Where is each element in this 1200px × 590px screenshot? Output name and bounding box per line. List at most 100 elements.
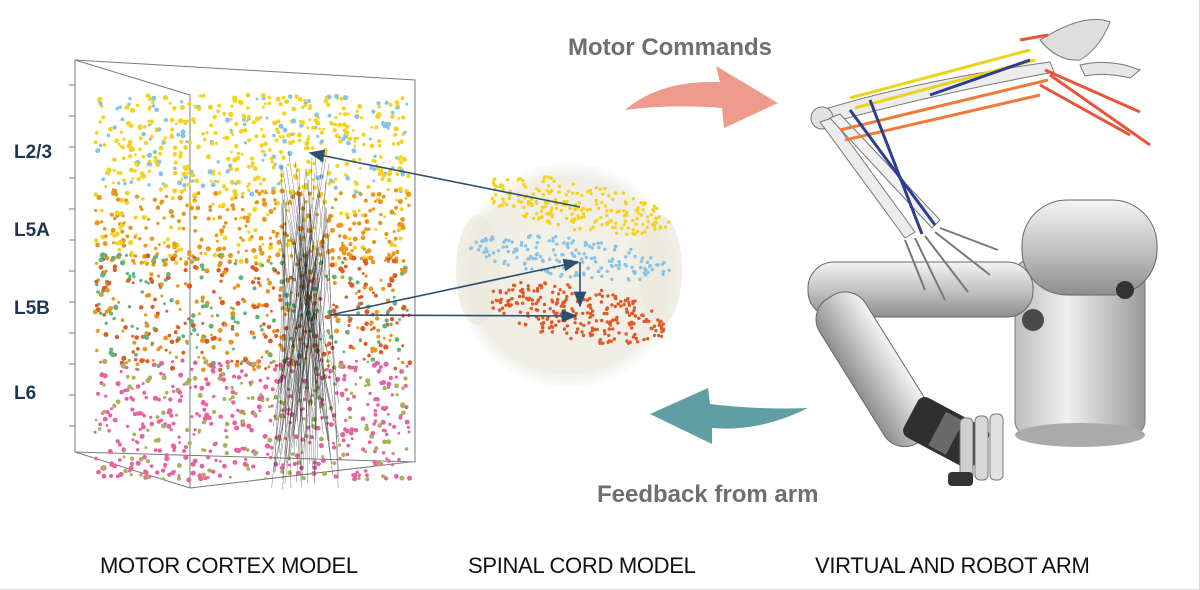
cortex-neuron-point — [374, 446, 379, 451]
cortex-neuron-point — [115, 399, 121, 405]
cortex-neuron-point — [386, 257, 391, 262]
cortex-neuron-point — [148, 95, 152, 99]
spinal-neuron-point — [565, 324, 570, 328]
cortex-neuron-point — [111, 241, 116, 245]
spinal-neuron-point — [610, 277, 614, 282]
spinal-neuron-point — [659, 334, 664, 338]
cortex-neuron-point — [125, 271, 130, 276]
cortex-neuron-point — [158, 187, 163, 192]
spinal-neuron-point — [491, 306, 495, 310]
cortex-neuron-point — [399, 155, 403, 159]
cortex-neuron-point — [145, 253, 151, 259]
cortex-neuron-point — [316, 461, 321, 467]
cortex-neuron-point — [406, 191, 412, 197]
cortex-neuron-point — [192, 360, 198, 366]
cortex-neuron-point — [206, 476, 210, 479]
cortex-neuron-point — [250, 156, 255, 161]
cortex-neuron-point — [297, 97, 303, 102]
cortex-neuron-point — [340, 432, 346, 438]
cortex-neuron-point — [353, 213, 358, 218]
cortex-neuron-point — [153, 448, 158, 452]
cortex-neuron-point — [190, 367, 194, 371]
cortex-neuron-point — [253, 276, 257, 280]
cortex-neuron-point — [198, 428, 202, 432]
cortex-neuron-point — [400, 360, 405, 365]
cortex-neuron-point — [186, 283, 193, 289]
cortex-neuron-point — [304, 200, 308, 204]
cortex-neuron-point — [110, 352, 116, 358]
cortex-neuron-point — [400, 402, 406, 408]
cortex-neuron-point — [337, 443, 342, 447]
cortex-neuron-point — [98, 427, 102, 431]
cortex-neuron-point — [147, 162, 153, 167]
cortex-neuron-point — [334, 115, 338, 120]
spinal-neuron-point — [638, 277, 642, 281]
cortex-neuron-point — [214, 233, 219, 238]
projection-arrow-l23 — [308, 149, 581, 208]
spinal-neuron-point — [562, 290, 566, 294]
cortex-neuron-point — [102, 143, 107, 147]
spinal-neuron-point — [482, 238, 486, 243]
cortex-neuron-point — [95, 348, 99, 353]
cortex-neuron-point — [272, 133, 276, 138]
cortex-neuron-point — [110, 407, 113, 411]
spinal-neuron-point — [550, 330, 555, 334]
cortex-neuron-point — [100, 272, 106, 278]
spinal-neuron-point — [627, 313, 632, 317]
cortex-neuron-point — [263, 153, 267, 157]
cortex-neuron-point — [208, 449, 213, 454]
cortex-neuron-point — [342, 234, 348, 240]
cortex-neuron-point — [364, 219, 370, 224]
cortex-neuron-point — [110, 232, 114, 236]
spinal-neuron-point — [619, 299, 623, 304]
cortex-neuron-point — [293, 163, 297, 168]
cortex-neuron-point — [96, 469, 101, 475]
spinal-neuron-point — [559, 304, 563, 308]
cortex-neuron-point — [260, 263, 265, 268]
spinal-neuron-point — [589, 333, 593, 338]
cortex-neuron-point — [104, 234, 108, 238]
cortex-neuron-point — [112, 417, 118, 423]
spinal-neuron-point — [491, 201, 496, 205]
cortex-neuron-point — [368, 391, 372, 396]
cortex-neuron-point — [395, 250, 400, 254]
cortex-neuron-point — [232, 95, 238, 101]
cortex-neuron-point — [372, 179, 376, 183]
cortex-neuron-point — [149, 272, 154, 277]
cortex-neuron-point — [99, 252, 105, 258]
spinal-neuron-point — [562, 304, 566, 309]
cortex-neuron-point — [102, 227, 107, 231]
cortex-neuron-point — [112, 216, 117, 221]
cortex-neuron-point — [175, 338, 180, 343]
spinal-neuron-point — [490, 300, 495, 304]
cortex-neuron-point — [388, 422, 392, 426]
cortex-neuron-point — [347, 315, 351, 319]
cortex-neuron-point — [375, 197, 380, 201]
cortex-neuron-point — [102, 416, 108, 422]
cortex-neuron-point — [394, 205, 399, 210]
spinal-neuron-point — [535, 286, 540, 291]
cortex-neuron-point — [306, 146, 310, 150]
spinal-neuron-point — [624, 264, 629, 268]
cortex-neuron-point — [217, 171, 221, 176]
cortex-neuron-point — [318, 443, 324, 449]
cortex-neuron-point — [358, 375, 363, 380]
cortex-neuron-point — [217, 103, 222, 108]
spinal-neuron-point — [510, 296, 514, 301]
cortex-neuron-point — [232, 286, 237, 290]
cortex-neuron-point — [246, 467, 251, 471]
cortex-neuron-point — [143, 124, 147, 129]
spinal-neuron-point — [496, 249, 501, 253]
cortex-neuron-point — [127, 384, 132, 390]
cortex-neuron-point — [240, 360, 244, 364]
cortex-neuron-point — [352, 209, 357, 215]
cortex-neuron-point — [118, 226, 123, 230]
cortex-neuron-point — [163, 117, 168, 123]
spinal-neuron-point — [520, 290, 524, 294]
cortex-neuron-point — [352, 245, 358, 250]
spinal-neuron-point — [518, 294, 522, 299]
cortex-neuron-point — [345, 452, 350, 457]
cortex-neuron-point — [144, 446, 148, 449]
spinal-neuron-point — [482, 250, 486, 254]
cortex-axon-line — [298, 190, 305, 390]
